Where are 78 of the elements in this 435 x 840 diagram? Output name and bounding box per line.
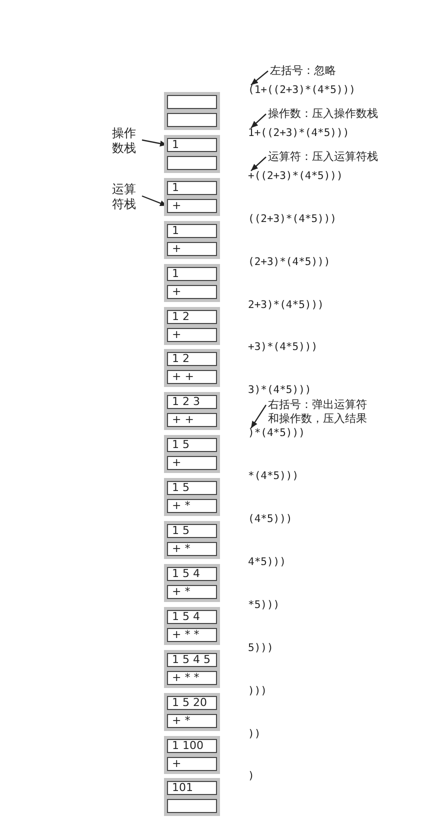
pointer-arrow xyxy=(250,156,266,172)
stack-cell: 1 5 xyxy=(167,438,217,452)
stack-cell: + xyxy=(167,284,217,299)
stack-cell: 1 5 xyxy=(167,524,217,538)
expression-text: 1+((2+3)*(4*5))) xyxy=(248,126,350,139)
stack-cell: + * xyxy=(167,714,217,728)
expression-text: ) xyxy=(248,770,254,782)
stack-frame xyxy=(164,264,220,302)
stack-cell: 1 xyxy=(167,138,217,152)
expression-text: 2+3)*(4*5))) xyxy=(248,298,324,310)
empty-stack-cell xyxy=(167,113,217,127)
stack-cell: + * * xyxy=(167,670,217,685)
stack-frame xyxy=(164,650,220,688)
stack-cell: + xyxy=(167,756,217,770)
expression-text: ((2+3)*(4*5))) xyxy=(248,212,337,225)
stack-cell: 1 2 xyxy=(167,310,217,324)
stack-frame xyxy=(164,606,220,645)
pointer-arrow xyxy=(250,404,266,429)
pointer-arrow xyxy=(250,70,268,86)
stack-frame xyxy=(164,478,220,516)
stack-frame xyxy=(164,178,220,216)
stack-frame xyxy=(164,692,220,731)
empty-stack-cell xyxy=(167,799,217,814)
empty-stack-cell xyxy=(167,156,217,170)
expression-text: 3)*(4*5))) xyxy=(248,384,312,396)
stack-cell: + xyxy=(167,242,217,256)
stack-frame xyxy=(164,306,220,344)
stack-frame xyxy=(164,349,220,388)
stack-frame xyxy=(164,92,220,130)
stack-cell: 1 5 4 xyxy=(167,610,217,624)
stack-label: 运算符栈 xyxy=(112,182,140,212)
expression-text: *(4*5))) xyxy=(248,470,299,482)
annotation-text: 左括号：忽略 xyxy=(270,64,420,78)
expression-text: +((2+3)*(4*5))) xyxy=(248,170,343,182)
stack-cell: 1 5 xyxy=(167,481,217,496)
stack-cell: 1 5 4 5 xyxy=(167,652,217,667)
expression-text: (4*5))) xyxy=(248,513,292,525)
stack-cell: + * * xyxy=(167,628,217,642)
stack-cell: + * xyxy=(167,542,217,556)
stack-cell: + xyxy=(167,328,217,342)
stack-cell: 1 100 xyxy=(167,738,217,752)
stack-frame xyxy=(164,736,220,774)
annotation-text: 右括号：弹出运算符和操作数，压入结果 xyxy=(268,398,376,426)
stack-cell: 1 5 20 xyxy=(167,696,217,710)
stack-cell: + * xyxy=(167,499,217,514)
empty-stack-cell xyxy=(167,95,217,109)
stack-frame xyxy=(164,435,220,474)
expression-text: ))) xyxy=(248,684,267,697)
stack-frame xyxy=(164,521,220,559)
stack-cell: 1 2 xyxy=(167,352,217,366)
stack-frame xyxy=(164,392,220,430)
expression-text: (1+((2+3)*(4*5))) xyxy=(248,84,356,96)
expression-text: +3)*(4*5))) xyxy=(248,341,318,354)
stack-cell: + xyxy=(167,198,217,213)
stack-cell: 1 2 3 xyxy=(167,395,217,410)
stack-cell: 1 5 4 xyxy=(167,566,217,581)
stack-cell: 101 xyxy=(167,781,217,796)
stack-cell: + xyxy=(167,456,217,470)
stack-cell: 1 xyxy=(167,180,217,195)
stack-frame xyxy=(164,134,220,173)
expression-text: *5))) xyxy=(248,598,280,611)
annotation-text: 运算符：压入运算符栈 xyxy=(268,150,418,164)
expression-text: )) xyxy=(248,728,261,740)
stack-cell: + + xyxy=(167,370,217,384)
stack-cell: 1 xyxy=(167,266,217,281)
stack-cell: 1 xyxy=(167,224,217,238)
expression-text: 4*5))) xyxy=(248,556,286,568)
stack-frame xyxy=(164,778,220,816)
expression-text: (2+3)*(4*5))) xyxy=(248,256,330,268)
annotation-text: 操作数：压入操作数栈 xyxy=(268,107,418,121)
pointer-arrow xyxy=(250,114,266,128)
stack-cell: + + xyxy=(167,413,217,428)
expression-text: )*(4*5))) xyxy=(248,427,305,440)
expression-text: 5))) xyxy=(248,642,274,654)
stack-frame xyxy=(164,564,220,602)
stack-label: 操作数栈 xyxy=(112,126,140,156)
stack-cell: + * xyxy=(167,584,217,599)
stack-frame xyxy=(164,220,220,259)
